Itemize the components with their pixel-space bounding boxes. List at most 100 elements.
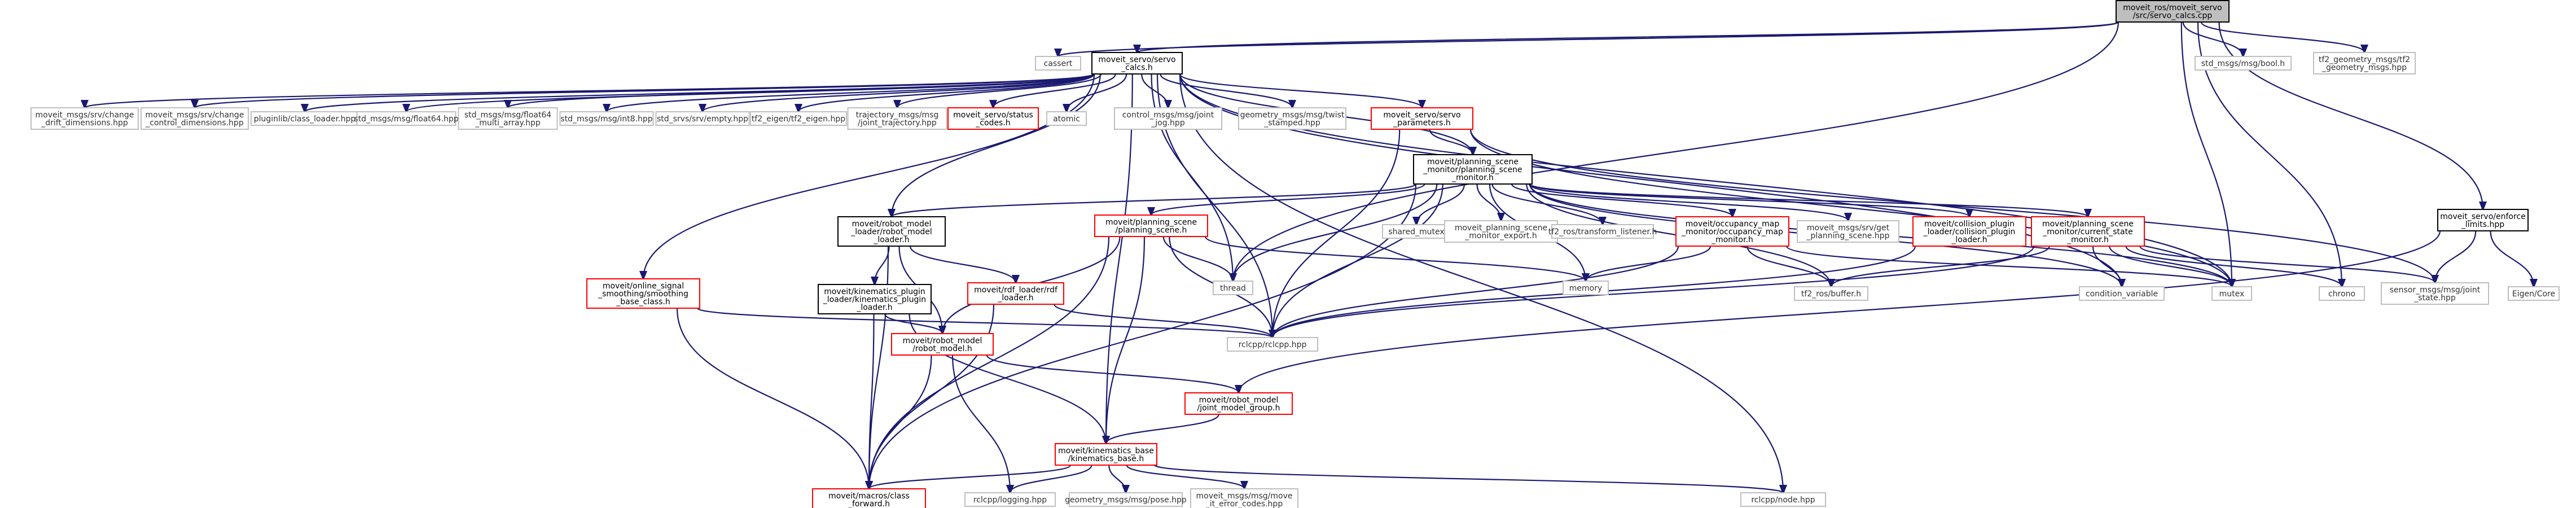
node-thread[interactable]: thread [1213, 281, 1253, 295]
node-box [891, 333, 994, 356]
node-logging[interactable]: rclcpp/logging.hpp [964, 492, 1056, 507]
node-label: moveit_servo/servo [1383, 111, 1460, 120]
node-label: moveit/planning_scene [1427, 157, 1519, 167]
node-tf2-buffer[interactable]: tf2_ros/buffer.h [1794, 286, 1868, 301]
node-label: _parameters.h [1393, 119, 1451, 128]
node-get-ps[interactable]: moveit_msgs/srv/get_planning_scene.hpp [1797, 220, 1899, 243]
edge-servo-calcs-h-to-node [1179, 73, 1783, 493]
node-tf2-eigen[interactable]: tf2_eigen/tf2_eigen.hpp [750, 111, 847, 126]
node-label: std_srvs/srv/empty.hpp [657, 115, 748, 124]
edge-servo-calcs-h-to-tf2-eigen [798, 73, 1095, 112]
node-servo-calcs-h[interactable]: moveit_servo/servo_calcs.h [1091, 52, 1183, 75]
node-joint-state[interactable]: sensor_msgs/msg/joint_state.hpp [2381, 282, 2489, 305]
node-smoothing[interactable]: moveit/online_signal_smoothing/smoothing… [586, 278, 700, 309]
node-label: _loader/kinematics_plugin [823, 295, 926, 304]
node-box [812, 488, 926, 508]
node-box [2437, 209, 2529, 231]
node-kin-base[interactable]: moveit/kinematics_base/kinematics_base.h [1055, 443, 1157, 466]
node-box [1114, 107, 1222, 130]
node-cond-var[interactable]: condition_variable [2079, 286, 2165, 301]
node-ps-export[interactable]: moveit_planning_scene_monitor_export.h [1444, 220, 1558, 243]
node-float64-multi[interactable]: std_msgs/msg/float64_multi_array.hpp [458, 107, 558, 130]
node-label: rclcpp/node.hpp [1751, 496, 1815, 505]
node-tf2-listener[interactable]: tf2_ros/transform_listener.h [1548, 224, 1657, 239]
edge-psm-to-tf2-listener [1491, 183, 1603, 225]
node-enforce-limits[interactable]: moveit_servo/enforce_limits.hpp [2437, 209, 2529, 231]
edge-csm-to-cond-var [2092, 246, 2122, 287]
node-label: moveit_msgs/srv/change [36, 111, 134, 120]
node-root[interactable]: moveit_ros/moveit_servo/src/servo_calcs.… [2116, 0, 2230, 23]
node-box [2211, 286, 2252, 301]
node-node[interactable]: rclcpp/node.hpp [1740, 492, 1826, 507]
node-atomic[interactable]: atomic [1046, 111, 1087, 126]
node-occupancy[interactable]: moveit/occupancy_map_monitor/occupancy_m… [1675, 216, 1789, 247]
node-box [251, 111, 359, 126]
node-shared-mutex[interactable]: shared_mutex [1382, 224, 1451, 239]
edge-csm-to-rclcpp [1272, 246, 2035, 338]
node-change-control[interactable]: moveit_msgs/srv/change_control_dimension… [141, 107, 249, 130]
node-eigen-core[interactable]: Eigen/Core [2508, 286, 2560, 301]
node-cassert[interactable]: cassert [1035, 56, 1081, 71]
node-chrono[interactable]: chrono [2319, 286, 2365, 301]
node-empty[interactable]: std_srvs/srv/empty.hpp [655, 111, 750, 126]
node-kin-loader[interactable]: moveit/kinematics_plugin_loader/kinemati… [818, 284, 932, 314]
node-label: _drift_dimensions.hpp [41, 119, 128, 128]
node-float64[interactable]: std_msgs/msg/float64.hpp [354, 111, 459, 126]
node-robot-model[interactable]: moveit/robot_model/robot_model.h [891, 333, 994, 356]
edge-smoothing-to-rclcpp [696, 307, 1272, 338]
node-label: moveit_msgs/srv/change [146, 111, 244, 120]
node-box [559, 111, 654, 126]
node-bool-msg[interactable]: std_msgs/msg/bool.h [2195, 56, 2292, 71]
node-psm[interactable]: moveit/planning_scene_monitor/planning_s… [1413, 154, 1533, 185]
node-jmg[interactable]: moveit/robot_model/joint_model_group.h [1184, 392, 1293, 415]
node-joint-jog[interactable]: control_msgs/msg/joint_jog.hpp [1114, 107, 1222, 130]
node-label: _geometry_msgs.hpp [2322, 63, 2407, 72]
node-class-forward[interactable]: moveit/macros/class_forward.h [812, 488, 926, 508]
node-label: moveit_msgs/srv/get [1807, 224, 1890, 233]
node-csm[interactable]: moveit/planning_scene_monitor/current_st… [2031, 216, 2145, 247]
edge-root-to-tf2-geometry [2200, 21, 2364, 52]
node-label: condition_variable [2086, 290, 2158, 299]
node-box [1794, 286, 1868, 301]
node-memory[interactable]: memory [1563, 281, 1609, 295]
edge-servo-calcs-h-to-cond-var [1179, 73, 2122, 287]
node-label: _loader.h [1951, 235, 1987, 244]
edge-servo-calcs-h-to-kin-base [1106, 73, 1133, 444]
edges-layer [85, 21, 2534, 493]
node-box [1055, 443, 1157, 466]
node-tf2-geometry[interactable]: tf2_geometry_msgs/tf2_geometry_msgs.hpp [2313, 52, 2416, 75]
edge-servo-calcs-h-to-change-control [195, 73, 1095, 108]
node-servo-params[interactable]: moveit_servo/servo_parameters.h [1371, 107, 1473, 130]
node-rml-loader[interactable]: moveit/robot_model_loader/robot_model_lo… [837, 216, 946, 247]
node-label: _monitor/planning_scene [1423, 165, 1522, 174]
node-box [2195, 56, 2292, 71]
node-label: /robot_model.h [912, 344, 972, 353]
edge-servo-calcs-h-to-smoothing [643, 73, 1095, 279]
node-box [1091, 52, 1183, 75]
node-rdf-loader[interactable]: moveit/rdf_loader/rdf_loader.h [967, 282, 1064, 305]
node-label: _calcs.h [1121, 63, 1152, 72]
node-collision-loader[interactable]: moveit/collision_plugin_loader/collision… [1912, 216, 2026, 247]
edge-psm-to-get-ps [1528, 183, 1848, 221]
node-status-codes[interactable]: moveit_servo/status_codes.h [947, 107, 1039, 130]
node-label: _monitor.h [1451, 173, 1494, 182]
node-mutex[interactable]: mutex [2211, 286, 2252, 301]
node-pose[interactable]: geometry_msgs/msg/pose.hpp [1065, 492, 1187, 507]
node-label: /src/servo_calcs.cpp [2133, 11, 2213, 20]
edge-servo-params-to-joint-state [1469, 129, 2435, 283]
node-error-codes[interactable]: moveit_msgs/msg/move_it_error_codes.hpp [1190, 488, 1298, 508]
node-int8[interactable]: std_msgs/msg/int8.hpp [559, 111, 654, 126]
node-label: moveit/kinematics_plugin [824, 287, 925, 296]
edge-servo-calcs-h-to-rml-loader [892, 73, 1101, 217]
edge-smoothing-to-class-forward [676, 308, 869, 489]
node-joint-traj[interactable]: trajectory_msgs/msg/joint_trajectory.hpp [847, 107, 947, 130]
edge-occupancy-to-memory [1586, 246, 1712, 281]
node-pluginlib[interactable]: pluginlib/class_loader.hpp [251, 111, 359, 126]
node-label: cassert [1044, 59, 1073, 68]
node-box [1675, 216, 1789, 247]
node-label: moveit_ros/moveit_servo [2123, 3, 2222, 12]
node-twist-stamped[interactable]: geometry_msgs/msg/twist_stamped.hpp [1238, 107, 1346, 130]
node-rclcpp[interactable]: rclcpp/rclcpp.hpp [1227, 337, 1318, 352]
node-change-drift[interactable]: moveit_msgs/srv/change_drift_dimensions.… [30, 107, 139, 130]
node-planning-scene[interactable]: moveit/planning_scene/planning_scene.h [1094, 214, 1208, 237]
